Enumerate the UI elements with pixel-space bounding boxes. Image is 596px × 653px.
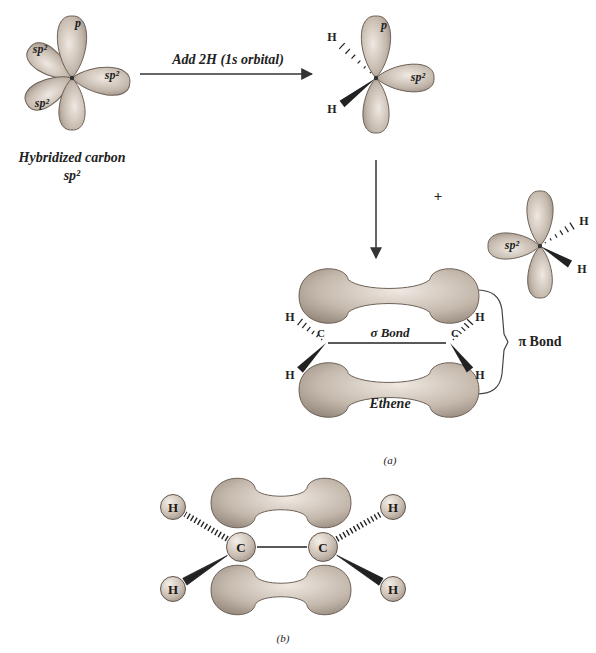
hashed-bond	[312, 331, 315, 334]
panel-letter: (b)	[277, 632, 290, 644]
hashed-bond	[369, 72, 371, 74]
hashed-bond	[461, 327, 465, 331]
hashed-bond	[459, 331, 462, 334]
orbital-label: p	[75, 17, 81, 30]
atom-symbol: H	[388, 583, 398, 596]
orbital-label: σ Bond	[370, 326, 409, 340]
atom-symbol: H	[168, 583, 178, 596]
carbon-nucleus	[70, 76, 74, 80]
atom-symbol: H	[388, 501, 398, 514]
sigma-bond	[328, 342, 446, 343]
orbital-label: Ethene	[369, 396, 410, 411]
orbital-label: sp²	[33, 43, 47, 56]
hashed-bond	[297, 319, 302, 325]
hashed-bond	[464, 323, 469, 328]
wedge-bond	[337, 555, 383, 585]
wedge-bond	[297, 343, 326, 373]
orbital-label: H	[327, 103, 336, 116]
orbital-lobe	[71, 64, 131, 97]
orbital-label: C	[451, 327, 459, 339]
hashed-bond	[302, 323, 306, 328]
orbital-label: C	[317, 327, 325, 339]
reaction-arrow	[140, 73, 312, 75]
atom-sphere: H	[160, 494, 186, 520]
hashed-bond	[565, 227, 569, 233]
hashed-bond	[345, 49, 350, 54]
orbital-lobe	[488, 233, 540, 259]
sigma-bond	[257, 546, 307, 548]
atom-sphere: C	[308, 532, 338, 562]
wedge-bond	[340, 78, 376, 107]
orbital-label: sp²	[411, 71, 425, 84]
atom-symbol: C	[318, 541, 327, 554]
orbital-label: sp²	[64, 168, 81, 183]
panel-letter: (a)	[384, 454, 397, 466]
orbital-label: sp²	[505, 239, 519, 252]
orbital-label: H	[285, 311, 294, 324]
atom-sphere: H	[380, 494, 406, 520]
orbital-lobe	[528, 246, 553, 298]
orbital-label: H	[475, 311, 484, 324]
pi-bracket	[476, 350, 504, 394]
plus-sign: +	[434, 188, 443, 205]
orbital-label: Add 2H (1s orbital)	[172, 52, 284, 67]
atom-sphere: H	[380, 576, 406, 602]
hashed-bond	[544, 242, 546, 243]
hash-bond	[185, 514, 227, 539]
orbital-label: H	[285, 369, 294, 382]
orbital-label: sp²	[105, 69, 119, 82]
atom-sphere: H	[160, 576, 186, 602]
hashed-bond	[339, 43, 344, 49]
orbital-label: H	[577, 263, 586, 276]
atom-symbol: H	[168, 501, 178, 514]
hashed-bond	[364, 66, 366, 68]
wedge-bond	[183, 555, 228, 585]
hashed-bond	[555, 234, 557, 237]
orbital-lobe	[376, 64, 434, 92]
pi-orbital-lobe	[211, 478, 351, 528]
hash-bond	[337, 514, 381, 539]
pi-orbital-lobe	[211, 565, 351, 615]
orbital-label: π Bond	[518, 334, 561, 349]
orbital-label: sp²	[35, 97, 49, 110]
pi-bracket	[504, 342, 508, 350]
orbital-label: Hybridized carbon	[19, 150, 126, 165]
hashed-bond	[307, 327, 310, 331]
pi-orbital-lobe	[299, 363, 479, 418]
atom-sphere: C	[226, 532, 256, 562]
pi-bracket	[476, 290, 504, 334]
hashed-bond	[467, 319, 473, 325]
orbital-lobe	[361, 16, 390, 78]
hashed-bond	[560, 230, 563, 235]
wedge-bond	[540, 246, 572, 267]
orbital-label: p	[381, 19, 387, 32]
orbital-lobe	[527, 191, 553, 246]
hashed-bond	[321, 339, 323, 340]
wedge-bond	[450, 343, 473, 372]
hashed-bond	[570, 223, 574, 230]
carbon-nucleus	[538, 244, 542, 248]
orbital-label: H	[327, 31, 336, 44]
reaction-arrow	[375, 160, 377, 258]
atom-symbol: C	[236, 541, 245, 554]
orbital-lobe	[57, 16, 86, 78]
hashed-bond	[352, 55, 356, 59]
pi-orbital-lobe	[299, 269, 479, 324]
carbon-nucleus	[374, 76, 378, 80]
orbital-label: H	[475, 369, 484, 382]
orbital-label: H	[579, 215, 588, 228]
hashed-bond	[358, 61, 361, 64]
hashed-bond	[550, 238, 551, 240]
pi-bracket	[504, 334, 508, 342]
